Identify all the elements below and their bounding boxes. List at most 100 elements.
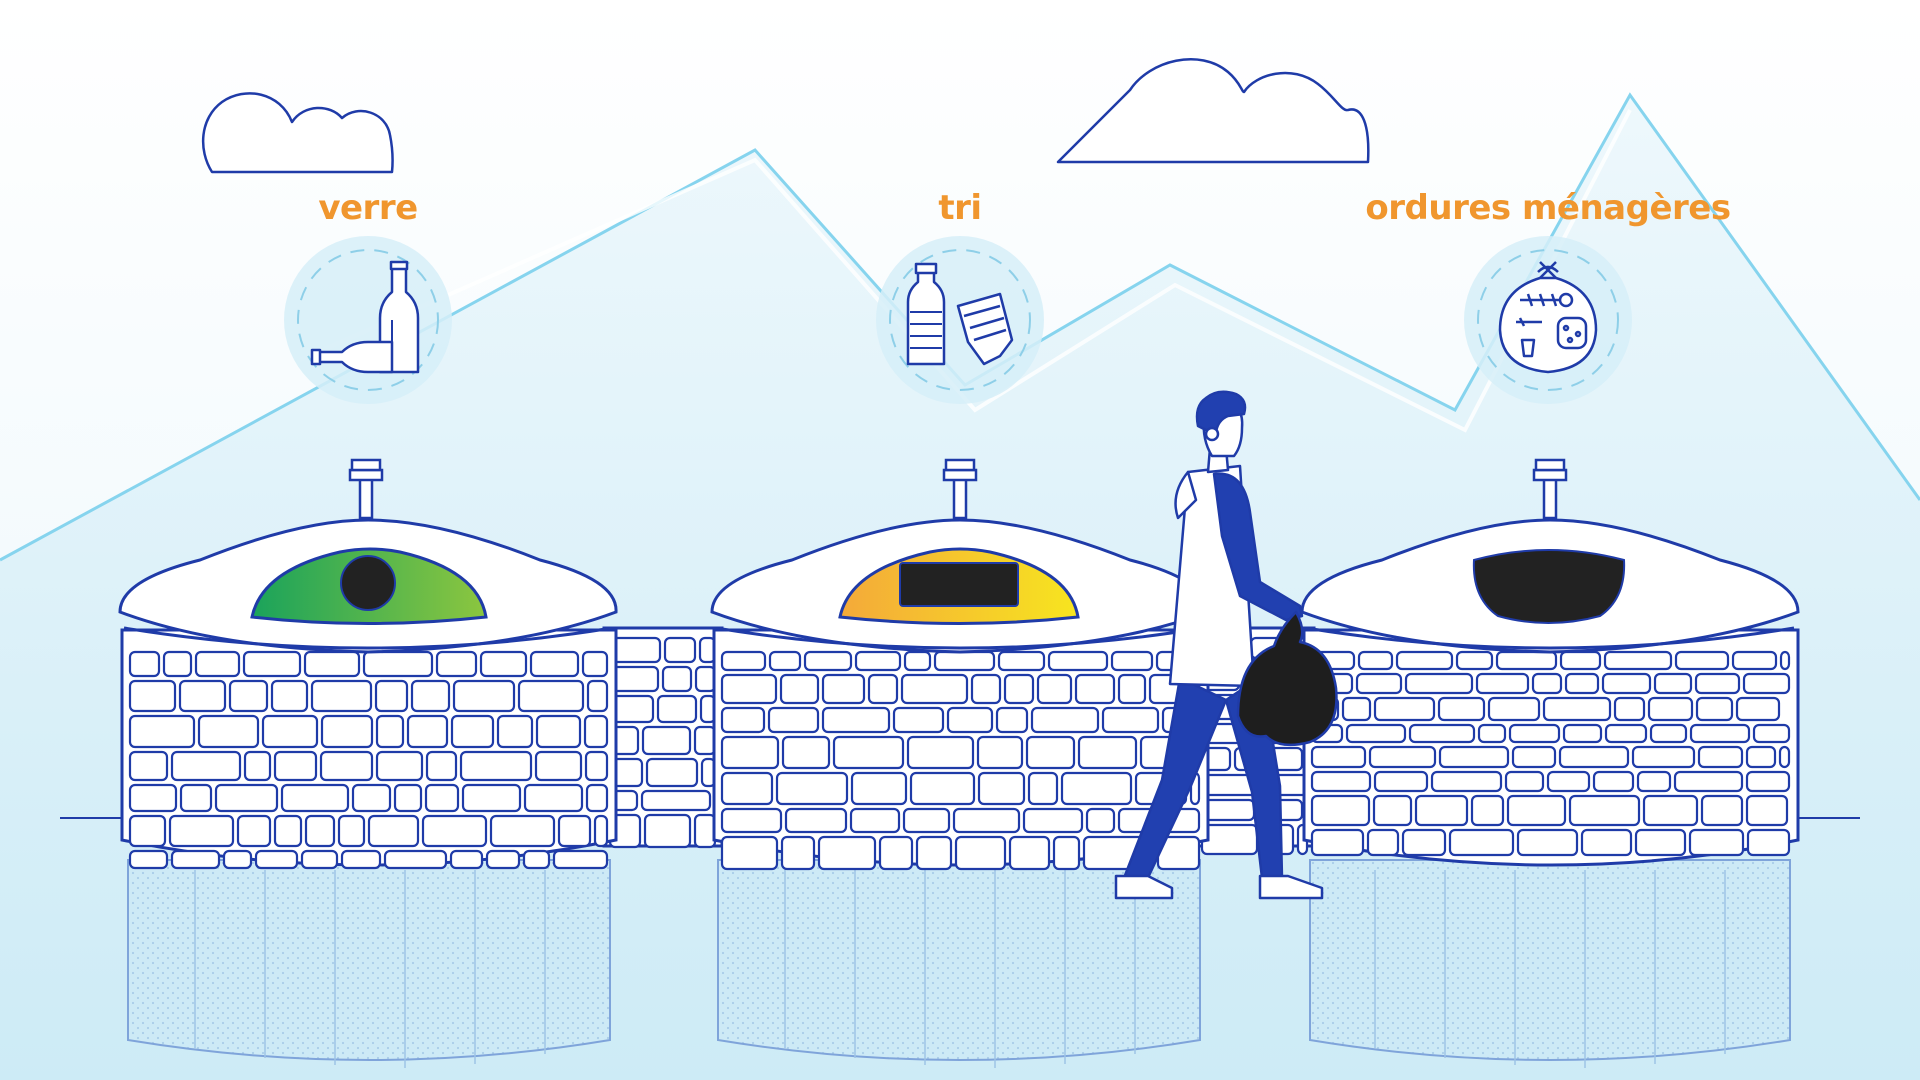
wall-stone xyxy=(903,650,932,672)
wall-stone xyxy=(1531,672,1563,695)
wall-stone xyxy=(915,835,953,871)
wall-stone xyxy=(310,679,373,713)
wall-stone xyxy=(693,725,717,756)
wall-stone xyxy=(1673,770,1744,793)
wall-stone xyxy=(584,750,609,782)
wall-stone xyxy=(1368,745,1437,769)
wall-stone xyxy=(1603,650,1673,671)
wall-stone xyxy=(194,650,241,678)
bin-verre-body xyxy=(120,628,618,870)
wall-stone xyxy=(1601,672,1652,695)
wall-stone xyxy=(254,849,299,870)
wall-stone xyxy=(479,650,528,678)
wall-stone xyxy=(1025,735,1076,770)
wall-stone xyxy=(1345,723,1407,744)
wall-stone xyxy=(867,673,899,705)
wall-stone xyxy=(1430,770,1503,793)
wall-stone xyxy=(1357,650,1394,671)
wall-stone xyxy=(459,750,533,782)
wall-stone xyxy=(178,679,227,713)
wall-stone xyxy=(1613,696,1646,722)
wall-stone xyxy=(273,814,303,848)
wall-stone xyxy=(1731,650,1778,671)
wall-stone xyxy=(720,673,778,705)
wall-stone xyxy=(489,814,556,848)
wall-stone xyxy=(319,750,374,782)
wall-stone xyxy=(720,771,774,806)
wall-stone xyxy=(128,714,196,749)
wall-stone xyxy=(300,849,339,870)
wall-stone xyxy=(280,783,350,813)
cloud-left xyxy=(201,92,394,174)
wall-stone xyxy=(1642,794,1699,827)
wall-stone xyxy=(421,814,488,848)
wall-stone xyxy=(461,783,522,813)
wall-stone xyxy=(1470,794,1505,827)
wall-stone xyxy=(854,650,902,672)
wall-stone xyxy=(1438,745,1510,769)
wall-stone xyxy=(1110,650,1154,672)
wall-stone xyxy=(1310,745,1367,769)
wall-stone xyxy=(320,714,374,749)
wall-stone xyxy=(1022,807,1084,834)
wall-stone xyxy=(228,679,269,713)
wall-stone xyxy=(1504,770,1545,793)
wall-stone xyxy=(517,679,585,713)
wall-stone xyxy=(1310,828,1365,857)
wall-stone xyxy=(821,673,866,705)
wall-stone xyxy=(640,789,712,812)
wall-stone xyxy=(425,750,458,782)
wall-stone xyxy=(933,650,996,672)
wall-stone xyxy=(304,814,336,848)
round-hole xyxy=(340,555,396,611)
wall-stone xyxy=(303,650,361,678)
wall-stone xyxy=(383,849,448,870)
wall-stone xyxy=(375,750,424,782)
wall-stone xyxy=(1030,706,1100,734)
wall-stone xyxy=(557,814,592,848)
wall-stone xyxy=(645,757,699,788)
wall-stone xyxy=(535,714,582,749)
wall-stone xyxy=(522,849,551,870)
wall-stone xyxy=(781,735,831,770)
wall-stone xyxy=(1779,650,1791,671)
wall-stone xyxy=(946,706,994,734)
wall-stone xyxy=(1745,745,1777,769)
wall-stone xyxy=(641,725,692,756)
bin-tri-lid xyxy=(710,458,1210,654)
wall-stone xyxy=(694,665,717,693)
stone-wall xyxy=(120,626,1800,871)
wall-stone xyxy=(1562,723,1603,744)
wall-stone xyxy=(720,735,780,770)
wall-stone xyxy=(1003,673,1035,705)
wall-stone xyxy=(197,714,260,749)
wall-stone xyxy=(720,706,766,734)
wall-stone xyxy=(952,807,1021,834)
rectangular-slot xyxy=(899,562,1019,607)
wall-stone xyxy=(1372,794,1413,827)
wall-stone xyxy=(170,849,221,870)
wall-stone xyxy=(995,706,1029,734)
wall-stone xyxy=(900,673,969,705)
wall-stone xyxy=(243,750,272,782)
bin-verre-lid xyxy=(118,458,618,654)
wall-stone xyxy=(643,813,692,849)
wall-stone xyxy=(449,849,484,870)
wall-stone xyxy=(586,679,609,713)
wall-stone xyxy=(128,783,178,813)
wall-stone xyxy=(485,849,521,870)
wall-stone xyxy=(270,679,309,713)
wall-stone xyxy=(1742,672,1791,695)
wall-stone xyxy=(261,714,319,749)
wall-stone xyxy=(367,814,420,848)
wall-stone xyxy=(850,771,908,806)
wall-stone xyxy=(878,835,914,871)
wall-stone xyxy=(1745,770,1791,793)
wall-stone xyxy=(906,735,975,770)
wall-stone xyxy=(661,665,693,693)
wall-stone xyxy=(1404,672,1474,695)
wall-stone xyxy=(656,694,698,724)
wall-stone xyxy=(1408,723,1476,744)
wall-stone xyxy=(1694,672,1741,695)
wall-stone xyxy=(1634,828,1687,857)
